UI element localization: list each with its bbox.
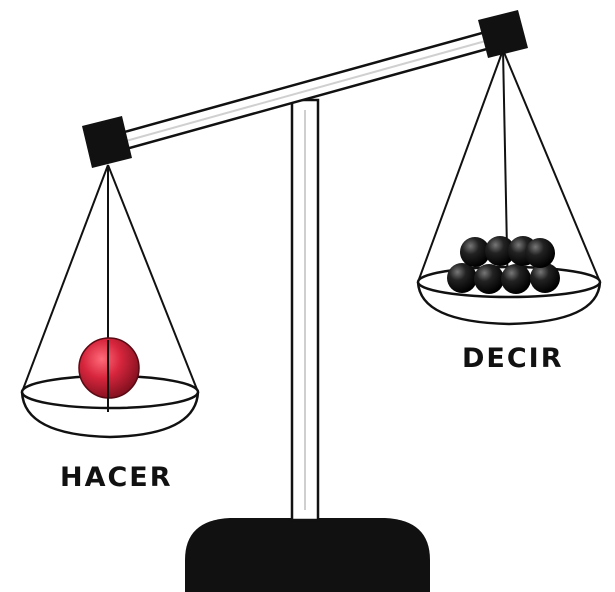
left-pan [22, 338, 198, 437]
right-pan [418, 236, 600, 324]
scale-base [185, 518, 430, 592]
decir-black-balls [447, 236, 560, 294]
decir-label: DECIR [462, 343, 564, 374]
hacer-label: HACER [60, 462, 173, 493]
beam-left-end-cap [82, 116, 132, 168]
